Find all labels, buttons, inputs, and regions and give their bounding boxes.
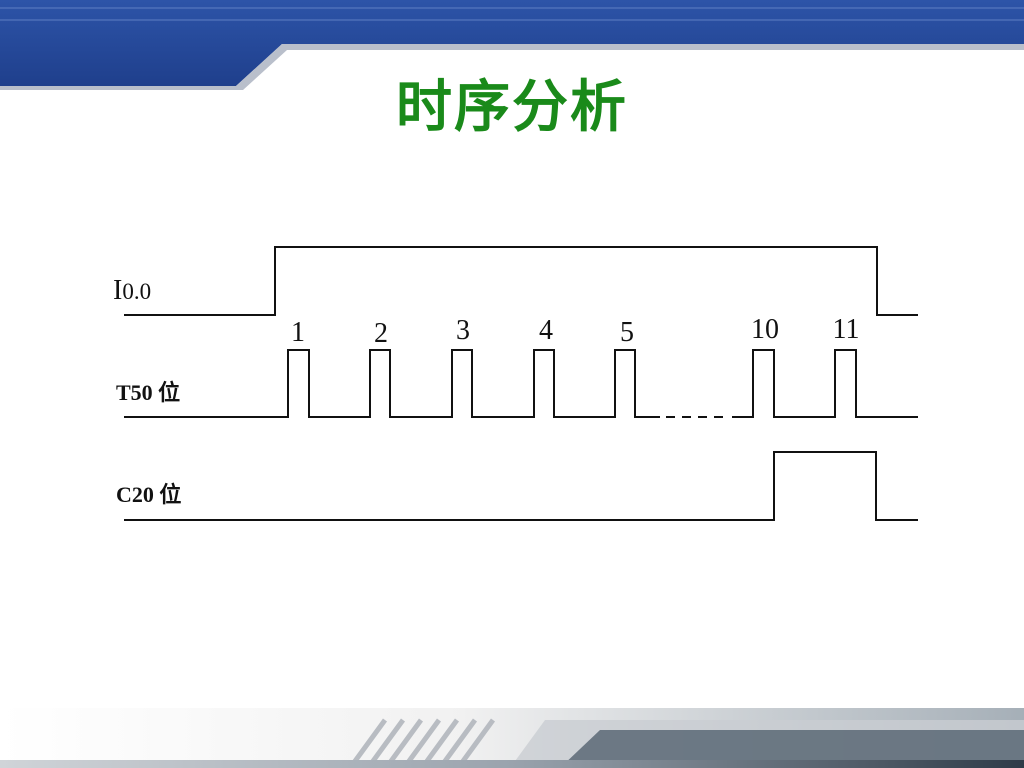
waveform-t50-part2 [732,349,918,418]
signal-label-c20: C20 位 [116,482,181,507]
footer-decoration [0,708,1024,768]
waveform-i0-0 [124,246,918,316]
signal-label-i-suffix: 0.0 [122,279,151,304]
pulse-label-3: 3 [456,315,470,346]
pulse-label-10: 10 [751,314,779,345]
header-decoration [0,0,1024,90]
pulse-label-4: 4 [539,315,553,346]
footer-device-dark [560,730,1024,768]
pulse-label-2: 2 [374,318,388,349]
header-banner [0,0,1024,86]
pulse-label-11: 11 [833,314,860,345]
signal-label-t50: T50 位 [116,380,180,405]
pulse-label-5: 5 [620,317,634,348]
footer-bar [0,760,1024,768]
waveform-c20 [124,451,918,521]
slide-title: 时序分析 [396,75,628,140]
pulse-label-1: 1 [291,317,305,348]
header-underline [0,44,1024,90]
waveform-t50-part1 [124,349,660,418]
signal-label-i0-0: I0.0 [113,275,151,306]
signal-label-i-prefix: I [113,275,122,306]
